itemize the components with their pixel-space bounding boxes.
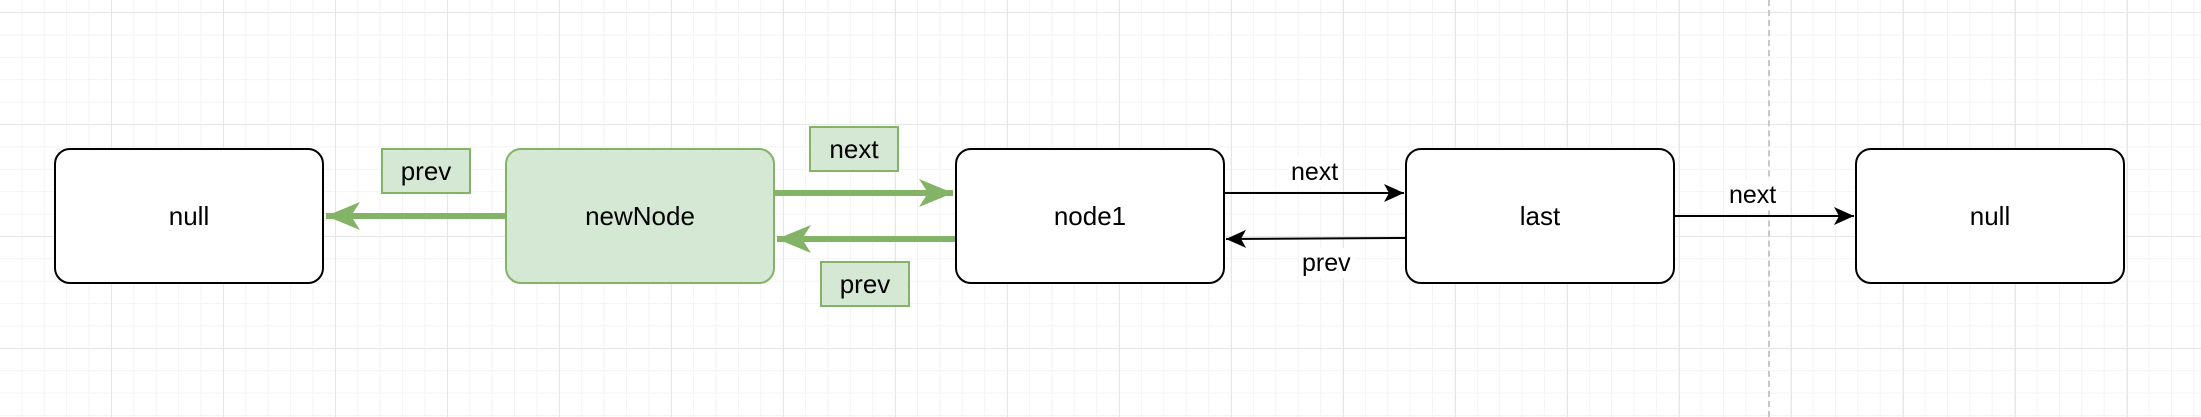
node-null-left-label: null <box>168 200 210 231</box>
tag-newnode-prev[interactable]: prev <box>381 148 471 194</box>
node-newnode[interactable]: newNode <box>505 148 775 284</box>
node-node1-label: node1 <box>1053 200 1127 231</box>
node-null-right-label: null <box>1969 200 2011 231</box>
node-last[interactable]: last <box>1405 148 1675 284</box>
node-null-left[interactable]: null <box>54 148 324 284</box>
label-node1-next: next <box>1288 157 1342 187</box>
node-last-label: last <box>1519 200 1561 231</box>
label-last-next: next <box>1726 180 1780 210</box>
node-newnode-label: newNode <box>585 200 695 231</box>
tag-newnode-next[interactable]: next <box>809 126 899 172</box>
tag-node1-prev[interactable]: prev <box>820 261 910 307</box>
edge-last-prev[interactable] <box>1225 229 1406 248</box>
node-node1[interactable]: node1 <box>955 148 1225 284</box>
label-last-prev: prev <box>1299 248 1354 278</box>
node-null-right[interactable]: null <box>1855 148 2125 284</box>
